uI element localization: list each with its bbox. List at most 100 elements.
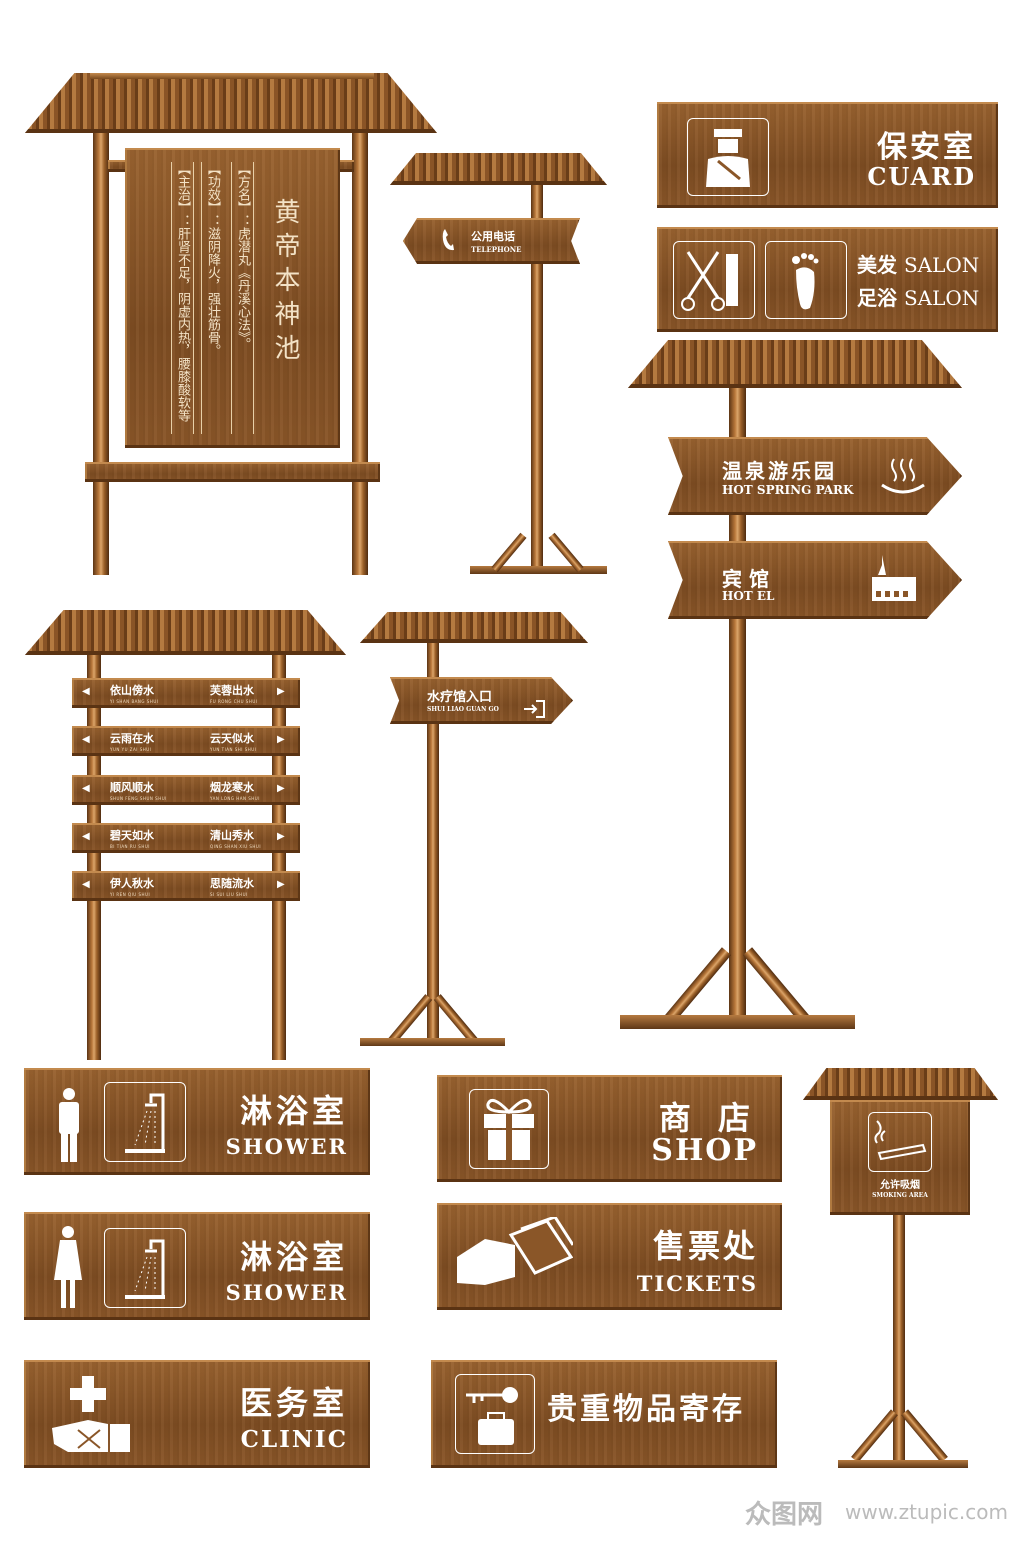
foot-bath-label-en: SALON bbox=[903, 286, 980, 310]
direction-row: ◀ 顺风顺水 SHUN FENG SHUN SHUI 烟龙寒水 YAN LONG… bbox=[72, 775, 300, 805]
arrow-right-icon: ▶ bbox=[277, 831, 285, 842]
sign-label-cn: 公用电话 bbox=[471, 230, 515, 243]
shop-sign: 商 店 SHOP bbox=[437, 1075, 782, 1182]
roof bbox=[25, 610, 346, 655]
hot-spring-sign: 温泉游乐园 HOT SPRING PARK bbox=[668, 437, 962, 515]
sign-label-cn: 宾 馆 bbox=[722, 567, 769, 591]
woman-icon bbox=[54, 1226, 82, 1308]
left-label-en: YI REN QIU SHUI bbox=[110, 892, 151, 897]
pole bbox=[427, 640, 439, 1044]
label-cn: 售票处 bbox=[652, 1227, 758, 1265]
sign-label-en: SHUI LIAO GUAN GO bbox=[427, 706, 499, 713]
roof bbox=[803, 1068, 998, 1100]
label-en: TICKETS bbox=[636, 1271, 758, 1296]
right-label-cn: 烟龙寒水 bbox=[210, 781, 254, 794]
arrow-left-icon: ◀ bbox=[82, 831, 90, 842]
arrow-left-icon: ◀ bbox=[82, 879, 90, 890]
salon-line-1: 美发 SALON bbox=[857, 249, 979, 278]
foot-bath-label-cn: 足浴 bbox=[857, 286, 897, 310]
board-column-3: 【主治】：肝肾不足，阴虚内热，腰膝酸软等 bbox=[171, 162, 194, 434]
crossbar-bottom bbox=[85, 462, 380, 482]
left-label-cn: 碧天如水 bbox=[110, 829, 154, 842]
guard-icon bbox=[687, 118, 769, 196]
post-left bbox=[87, 652, 101, 1060]
left-label-cn: 依山傍水 bbox=[110, 684, 154, 697]
left-label-en: YUN YU ZAI SHUI bbox=[110, 747, 152, 752]
pole bbox=[531, 180, 543, 572]
post-right bbox=[272, 652, 286, 1060]
right-label-en: QING SHAN XIU SHUI bbox=[210, 844, 262, 849]
salon-label-en: SALON bbox=[903, 253, 980, 277]
gift-icon bbox=[469, 1089, 549, 1169]
right-label-cn: 云天似水 bbox=[210, 732, 254, 745]
label-cn: 贵重物品寄存 bbox=[547, 1392, 745, 1427]
salon-sign: 美发 SALON 足浴 SALON bbox=[657, 227, 998, 332]
ticket-hand-icon bbox=[457, 1217, 573, 1285]
left-label-en: BI TIAN RU SHUI bbox=[110, 844, 150, 849]
sign-label-en: TELEPHONE bbox=[471, 245, 522, 254]
sign-label-en: HOT EL bbox=[722, 589, 775, 603]
right-label-en: SI SUI LIU SHUI bbox=[210, 892, 248, 897]
right-label-cn: 清山秀水 bbox=[210, 829, 254, 842]
salon-line-2: 足浴 SALON bbox=[857, 282, 979, 311]
base bbox=[470, 566, 607, 574]
direction-row: ◀ 依山傍水 YI SHAN BANG SHUI 芙蓉出水 FU RONG CH… bbox=[72, 678, 300, 708]
clinic-sign: 医务室 CLINIC bbox=[24, 1360, 370, 1468]
post-right bbox=[352, 128, 368, 575]
guard-label-en: CUARD bbox=[867, 162, 976, 191]
notice-panel: 黄帝本神池 【方名】：虎潜丸《丹溪心法》。 【功效】：滋阴降火，强壮筋骨。 【主… bbox=[125, 148, 340, 448]
sign-label-en: HOT SPRING PARK bbox=[722, 483, 854, 497]
board-column-2: 【功效】：滋阴降火，强壮筋骨。 bbox=[201, 162, 223, 434]
roof bbox=[25, 73, 437, 133]
roof bbox=[628, 340, 962, 388]
hotel-sign: 宾 馆 HOT EL bbox=[668, 541, 962, 619]
right-label-cn: 芙蓉出水 bbox=[210, 684, 254, 697]
sign-label-cn: 水疗馆入口 bbox=[427, 690, 493, 705]
telephone-icon bbox=[442, 229, 454, 251]
key-suitcase-icon bbox=[455, 1374, 535, 1454]
leg-left bbox=[851, 1409, 898, 1463]
shower-male-sign: 淋浴室 SHOWER bbox=[24, 1068, 370, 1175]
base bbox=[360, 1038, 505, 1046]
right-label-cn: 思随流水 bbox=[210, 877, 254, 890]
watermark-logo: 众图网 bbox=[745, 1500, 824, 1530]
label-cn: 淋浴室 bbox=[239, 1092, 348, 1130]
direction-row: ◀ 伊人秋水 YI REN QIU SHUI 思随流水 SI SUI LIU S… bbox=[72, 871, 300, 901]
arrow-right-icon: ▶ bbox=[277, 879, 285, 890]
right-label-en: YAN LONG HAN SHUI bbox=[210, 796, 260, 801]
shower-icon bbox=[104, 1082, 186, 1162]
label-cn: 商 店 bbox=[658, 1099, 758, 1137]
salon-label-cn: 美发 bbox=[857, 253, 897, 277]
label-en: SHOWER bbox=[225, 1134, 348, 1159]
label-en: SHOWER bbox=[225, 1280, 348, 1305]
arrow-right-icon: ▶ bbox=[277, 686, 285, 697]
pole bbox=[893, 1212, 905, 1462]
base bbox=[620, 1015, 855, 1029]
arrow-left-icon: ◀ bbox=[82, 734, 90, 745]
label-en: CLINIC bbox=[240, 1426, 348, 1453]
telephone-sign: 公用电话 TELEPHONE bbox=[403, 218, 580, 264]
base bbox=[838, 1460, 968, 1468]
sign-label-cn: 温泉游乐园 bbox=[722, 459, 837, 483]
left-label-cn: 顺风顺水 bbox=[110, 781, 154, 794]
man-icon bbox=[59, 1088, 79, 1162]
scissors-comb-icon bbox=[673, 241, 755, 319]
guard-sign: 保安室 CUARD bbox=[657, 102, 998, 208]
left-label-cn: 伊人秋水 bbox=[110, 877, 154, 890]
direction-row: ◀ 云雨在水 YUN YU ZAI SHUI 云天似水 YUN TIAN SHI… bbox=[72, 726, 300, 756]
storage-sign: 贵重物品寄存 bbox=[431, 1360, 777, 1468]
tickets-sign: 售票处 TICKETS bbox=[437, 1203, 782, 1310]
roof-ridge bbox=[90, 73, 374, 79]
board-title: 黄帝本神池 bbox=[270, 198, 300, 368]
left-label-en: YI SHAN BANG SHUI bbox=[110, 699, 159, 704]
direction-row: ◀ 碧天如水 BI TIAN RU SHUI 清山秀水 QING SHAN XI… bbox=[72, 823, 300, 853]
smoking-sign: 允许吸烟 SMOKING AREA bbox=[830, 1100, 970, 1215]
arrow-left-icon: ◀ bbox=[82, 783, 90, 794]
left-label-en: SHUN FENG SHUN SHUI bbox=[110, 796, 167, 801]
shower-female-sign: 淋浴室 SHOWER bbox=[24, 1212, 370, 1320]
shower-icon bbox=[104, 1228, 186, 1308]
cigarette-icon bbox=[868, 1112, 932, 1172]
arrow-right-icon: ▶ bbox=[277, 734, 285, 745]
post-left bbox=[93, 128, 109, 575]
